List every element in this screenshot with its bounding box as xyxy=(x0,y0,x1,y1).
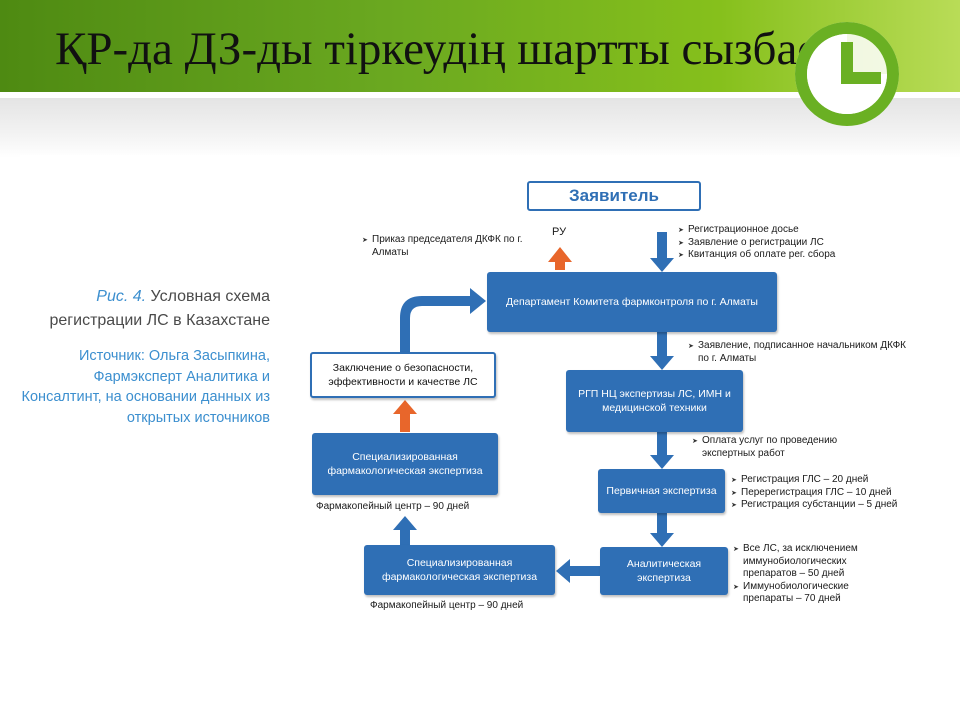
applicant-box: Заявитель xyxy=(527,181,701,211)
special-upper-box: Специализированная фармакологическая экс… xyxy=(312,433,498,495)
pharma-center-upper: Фармакопейный центр – 90 дней xyxy=(316,501,470,512)
special-lower-label: Специализированная фармакологическая экс… xyxy=(381,557,538,583)
header-shadow-band xyxy=(0,98,960,158)
dept-note-item: Заявление, подписанное начальником ДКФК … xyxy=(688,340,918,365)
applicant-doc-item: Регистрационное досье xyxy=(678,224,878,237)
figure-source: Источник: Ольга Засыпкина, Фармэксперт А… xyxy=(22,346,270,428)
rgp-box: РГП НЦ экспертизы ЛС, ИМН и медицинской … xyxy=(566,370,743,432)
applicant-label: Заявитель xyxy=(569,186,659,205)
payment-note-item: Оплата услуг по проведению экспертных ра… xyxy=(692,435,872,460)
figure-label: Рис. 4. xyxy=(96,288,147,305)
department-label: Департамент Комитета фармконтроля по г. … xyxy=(506,296,758,308)
payment-note: Оплата услуг по проведению экспертных ра… xyxy=(692,435,872,460)
logo-icon xyxy=(795,22,899,126)
special-upper-label: Специализированная фармакологическая экс… xyxy=(327,451,483,477)
department-box: Департамент Комитета фармконтроля по г. … xyxy=(487,272,777,332)
primary-term-item: Перерегистрация ГЛС – 10 дней xyxy=(731,487,931,500)
slide-title: ҚР-да ДЗ-ды тіркеудің шартты сызбасы xyxy=(55,23,850,75)
conclusion-box: Заключение о безопасности, эффективности… xyxy=(310,352,496,398)
source-line: открытых источников xyxy=(126,409,270,426)
figure-title-line1: Условная схема xyxy=(146,288,270,305)
analytical-box: Аналитическая экспертиза xyxy=(600,547,728,595)
pharma-center-lower: Фармакопейный центр – 90 дней xyxy=(370,600,524,611)
analytical-label: Аналитическая экспертиза xyxy=(626,558,702,584)
order-note-item: Приказ председателя ДКФК по г. Алматы xyxy=(362,234,527,259)
primary-term-item: Регистрация субстанции – 5 дней xyxy=(731,499,931,512)
applicant-doc-item: Квитанция об оплате рег. сбора xyxy=(678,249,878,262)
analytical-terms-list: Все ЛС, за исключением иммунобиологическ… xyxy=(733,543,883,606)
rgp-label: РГП НЦ экспертизы ЛС, ИМН и медицинской … xyxy=(578,388,731,414)
primary-term-item: Регистрация ГЛС – 20 дней xyxy=(731,474,931,487)
primary-terms-list: Регистрация ГЛС – 20 дней Перерегистраци… xyxy=(731,474,931,512)
applicant-docs-list: Регистрационное досье Заявление о регист… xyxy=(678,224,878,262)
source-line: Фармэксперт Аналитика и xyxy=(93,368,270,385)
applicant-doc-item: Заявление о регистрации ЛС xyxy=(678,237,878,250)
header-divider xyxy=(0,92,960,98)
source-line: Консалтинт, на основании данных из xyxy=(21,389,270,405)
conclusion-label: Заключение о безопасности, эффективности… xyxy=(328,362,478,388)
analytical-term-item: Иммунобиологические препараты – 70 дней xyxy=(733,581,883,606)
primary-box: Первичная экспертиза xyxy=(598,469,725,513)
analytical-term-item: Все ЛС, за исключением иммунобиологическ… xyxy=(733,543,883,581)
figure-caption: Рис. 4. Условная схема регистрации ЛС в … xyxy=(50,285,271,333)
figure-title-line2: регистрации ЛС в Казахстане xyxy=(49,312,271,329)
dept-note: Заявление, подписанное начальником ДКФК … xyxy=(688,340,918,365)
primary-label: Первичная экспертиза xyxy=(606,485,717,497)
order-note: Приказ председателя ДКФК по г. Алматы xyxy=(362,234,527,259)
special-lower-box: Специализированная фармакологическая экс… xyxy=(364,545,555,595)
source-line: Источник: Ольга Засыпкина, xyxy=(78,348,270,364)
ru-label: РУ xyxy=(552,226,567,238)
